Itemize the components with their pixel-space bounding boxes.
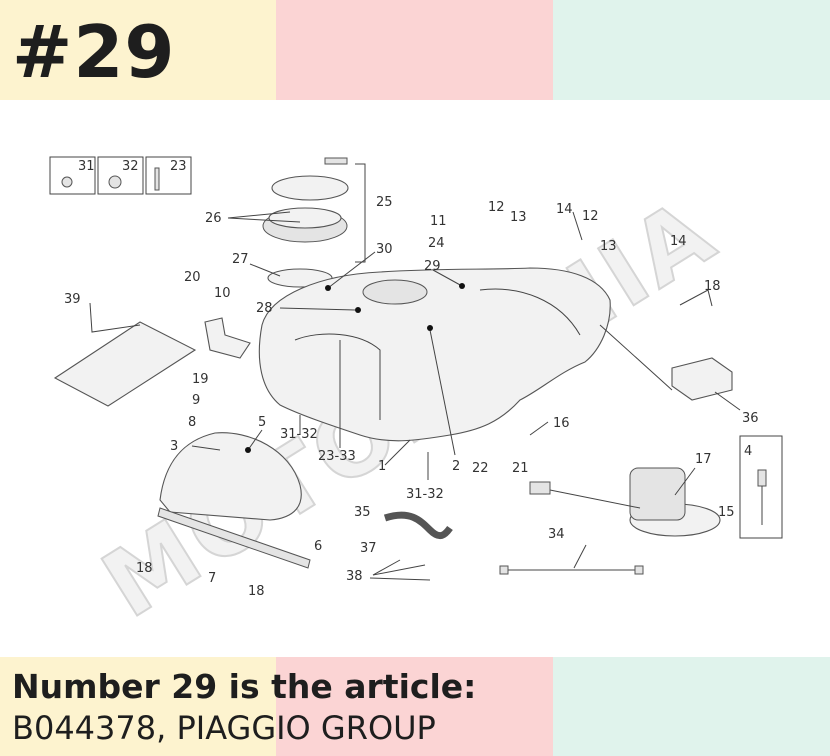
exploded-parts-diagram: MOTOMONIA [49,156,783,640]
wiring-harness [499,565,644,575]
callout-28: 28 [256,301,273,316]
callout-26: 26 [205,211,222,226]
callout-19: 19 [192,372,209,387]
callout-5: 5 [258,415,266,430]
callout-34: 34 [548,527,565,542]
footer-band-yellow [0,657,276,756]
sensor-box [739,435,783,539]
header-band-yellow [0,0,276,100]
fuel-hose [383,511,453,540]
callout-18-right: 18 [704,279,721,294]
callout-20: 20 [184,270,201,285]
callout-22: 22 [472,461,489,476]
callout-2: 2 [452,459,460,474]
callout-12-right: 12 [582,209,599,224]
leader-lines [89,211,741,581]
callout-30: 30 [376,242,393,257]
callout-27: 27 [232,252,249,267]
callout-23: 23 [170,159,187,174]
callout-6: 6 [314,539,322,554]
footer-band-pink [276,657,553,756]
article-caption: Number 29 is the article: B044378, PIAGG… [12,666,476,748]
callout-12-left: 12 [488,200,505,215]
tank-cover-sheet [53,321,197,407]
callout-10: 10 [214,286,231,301]
callout-7: 7 [208,571,216,586]
callout-23-33: 23-33 [318,449,356,464]
callout-35: 35 [354,505,371,520]
part-number-heading: #29 [12,10,176,94]
callout-11: 11 [430,214,447,229]
callout-3: 3 [170,439,178,454]
header-color-band [0,0,830,100]
callout-21: 21 [512,461,529,476]
ecu-unit [671,357,733,401]
callout-18-left: 18 [136,561,153,576]
caption-article-code: B044378, PIAGGIO GROUP [12,709,436,747]
callout-4: 4 [744,444,752,459]
callout-labels: 31 32 23 25 26 27 30 29 28 20 10 39 19 9… [64,159,759,599]
callout-32: 32 [122,159,139,174]
caption-title: Number 29 is the article: [12,667,477,706]
callout-25: 25 [376,195,393,210]
header-band-mint [553,0,830,100]
callout-8: 8 [188,415,196,430]
callout-9: 9 [192,393,200,408]
callout-14-left: 14 [556,202,573,217]
footer-color-band [0,657,830,756]
callout-1: 1 [378,459,386,474]
callout-39: 39 [64,292,81,307]
callout-29: 29 [424,259,441,274]
callout-31-32-bottom: 31-32 [406,487,444,502]
small-parts-box [49,156,192,195]
callout-14-right: 14 [670,234,687,249]
side-panel [157,432,311,569]
fuel-cap-assembly [262,157,366,288]
heat-shield [204,317,251,359]
fuel-pump [529,467,721,537]
callout-18-bottom: 18 [248,584,265,599]
callout-13-right: 13 [600,239,617,254]
callout-16: 16 [553,416,570,431]
footer-band-mint [553,657,830,756]
callout-24: 24 [428,236,445,251]
callout-36: 36 [742,411,759,426]
callout-13-left: 13 [510,210,527,225]
callout-17: 17 [695,452,712,467]
callout-31: 31 [78,159,95,174]
callout-15: 15 [718,505,735,520]
header-band-pink [276,0,553,100]
callout-37: 37 [360,541,377,556]
callout-38: 38 [346,569,363,584]
callout-31-32-left: 31-32 [280,427,318,442]
callout-dots [245,283,465,453]
